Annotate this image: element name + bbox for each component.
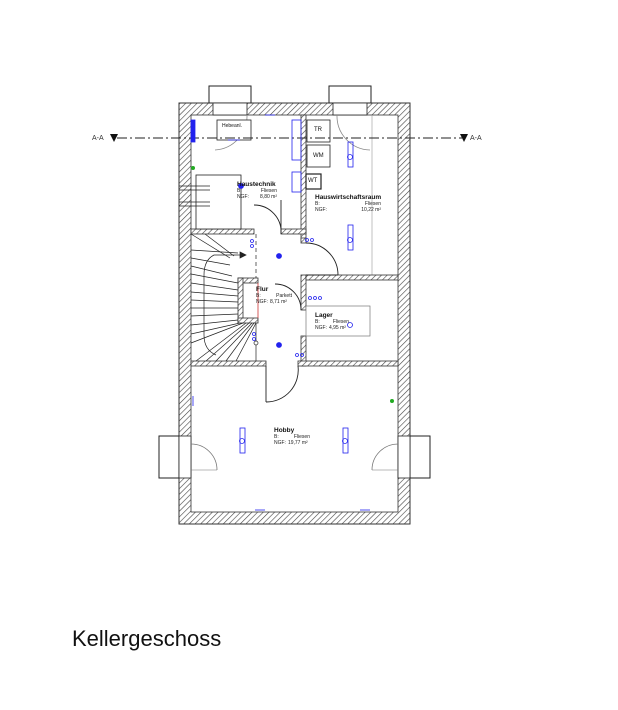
light-well-hobby-right: [371, 435, 431, 479]
floor-value: Fliesen: [364, 201, 381, 207]
area-label: NGF:: [274, 440, 286, 446]
lager-shelf: [305, 305, 371, 337]
area-value: 4,95 m²: [328, 325, 346, 331]
light-well-hobby-left: [158, 435, 218, 479]
floor-label: B:: [256, 293, 261, 299]
floor-label: B:: [315, 201, 320, 207]
heating-unit: [179, 174, 242, 230]
area-label: NGF:: [315, 207, 327, 213]
room-haustechnik: Haustechnik B: Fliesen NGF: 8,80 m²: [237, 181, 277, 200]
area-label: NGF:: [256, 299, 268, 305]
room-name: Hauswirtschaftsraum: [315, 194, 382, 201]
area-label: NGF:: [237, 194, 249, 200]
floor-title: Kellergeschoss: [72, 626, 222, 651]
area-value: 8,71 m²: [269, 299, 287, 305]
area-value: 8,80 m²: [260, 194, 277, 200]
section-label-left: A-A: [92, 135, 104, 142]
sink-box: [305, 173, 322, 190]
area-label: NGF:: [315, 325, 327, 331]
area-value: 10,22 m²: [361, 207, 381, 213]
light-well-left: [208, 85, 252, 116]
washer-label: WM: [313, 153, 324, 159]
room-lager: Lager B: Fliesen NGF:4,95 m²: [315, 312, 349, 331]
dryer-label: TR: [314, 127, 322, 133]
section-label-right: A-A: [470, 135, 482, 142]
floor-value: Fliesen: [260, 188, 277, 194]
room-name: Lager: [315, 312, 333, 319]
floor-value: Fliesen: [293, 434, 310, 440]
room-name: Flur: [256, 286, 269, 293]
dryer-box: [306, 119, 331, 143]
floor-value: Fliesen: [332, 319, 349, 325]
room-hauswirtschaftsraum: Hauswirtschaftsraum B: Fliesen NGF: 10,22 …: [315, 194, 381, 213]
floor-label: B:: [274, 434, 279, 440]
room-flur: Flur B: Parkett NGF:8,71 m²: [256, 286, 292, 305]
room-name: Hobby: [274, 427, 295, 434]
floor-label: B:: [315, 319, 320, 325]
washer-box: [306, 144, 331, 168]
area-value: 19,77 m²: [287, 440, 308, 446]
staircase: [190, 233, 259, 362]
doors: [253, 200, 339, 403]
sink-label: WT: [308, 178, 318, 184]
light-well-right: [328, 85, 372, 116]
room-name: Haustechnik: [237, 181, 276, 188]
section-line: [110, 134, 468, 142]
green-markers: [191, 166, 394, 403]
electrical-symbols: [190, 114, 370, 511]
room-hobby: Hobby B: Fliesen NGF:19,77 m²: [274, 427, 310, 446]
floor-value: Parkett: [276, 293, 292, 299]
outer-wall: [178, 102, 411, 525]
floor-label: B:: [237, 188, 242, 194]
hebeanlage-label: Hebeanl.: [222, 123, 243, 129]
